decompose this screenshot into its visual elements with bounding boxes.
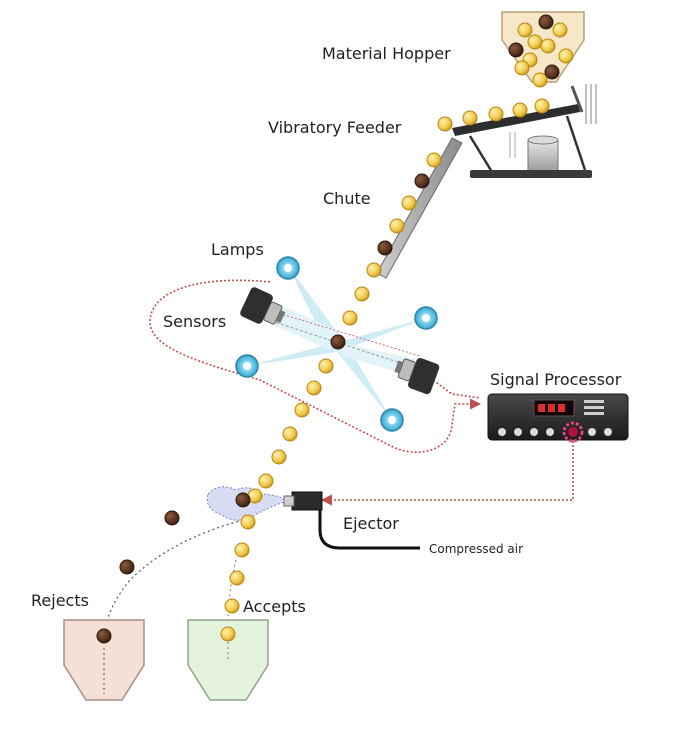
- sensor-signal-loop: [149, 279, 482, 453]
- good-particle: [426, 152, 442, 168]
- label-compressed-air: Compressed air: [429, 542, 524, 556]
- defective-particle: [414, 173, 430, 189]
- defective-particle: [96, 628, 112, 644]
- good-particle: [366, 262, 382, 278]
- good-particle: [532, 72, 548, 88]
- defective-particle: [119, 559, 135, 575]
- label-accepts: Accepts: [243, 597, 306, 616]
- good-particle: [258, 473, 274, 489]
- defective-particle: [508, 42, 524, 58]
- good-particle: [229, 570, 245, 586]
- good-particle: [234, 542, 250, 558]
- defective-particle: [330, 334, 346, 350]
- good-particle: [517, 22, 533, 38]
- lamp-icon: [414, 306, 438, 330]
- good-particle: [240, 514, 256, 530]
- signal-processor-icon: [487, 393, 629, 443]
- lamp-icon: [235, 354, 259, 378]
- good-particle: [354, 286, 370, 302]
- label-signal-processor: Signal Processor: [490, 370, 622, 389]
- ejector-signal-line: [320, 441, 574, 506]
- particles-layer: [96, 14, 574, 644]
- label-ejector: Ejector: [343, 514, 399, 533]
- good-particle: [514, 60, 530, 76]
- label-chute: Chute: [323, 189, 371, 208]
- ejector-valve-icon: [283, 491, 420, 550]
- defective-particle: [377, 240, 393, 256]
- label-material-hopper: Material Hopper: [322, 44, 451, 63]
- good-particle: [437, 116, 453, 132]
- good-particle: [488, 106, 504, 122]
- good-particle: [342, 310, 358, 326]
- sensor-camera-icon: [394, 358, 440, 395]
- good-particle: [389, 218, 405, 234]
- good-particle: [558, 48, 574, 64]
- defective-particle: [164, 510, 180, 526]
- good-particle: [306, 380, 322, 396]
- good-particle: [462, 110, 478, 126]
- label-vibratory-feeder: Vibratory Feeder: [268, 118, 402, 137]
- good-particle: [318, 358, 334, 374]
- accepts-bin: [187, 619, 269, 701]
- good-particle: [224, 598, 240, 614]
- label-sensors: Sensors: [163, 312, 227, 331]
- good-particle: [527, 34, 543, 50]
- lamp-icon: [380, 408, 404, 432]
- good-particle: [540, 38, 556, 54]
- defective-particle: [538, 14, 554, 30]
- good-particle: [282, 426, 298, 442]
- lamp-icon: [276, 256, 300, 280]
- good-particle: [220, 626, 236, 642]
- good-particle: [401, 195, 417, 211]
- sensor-camera-icon: [240, 287, 286, 325]
- good-particle: [552, 22, 568, 38]
- defective-particle: [235, 492, 251, 508]
- vibratory-feeder: [452, 84, 597, 178]
- label-lamps: Lamps: [211, 240, 264, 259]
- defective-particle: [544, 64, 560, 80]
- label-rejects: Rejects: [31, 591, 89, 610]
- chute: [376, 137, 463, 279]
- sensor-sightline: [267, 309, 421, 357]
- good-particle: [534, 98, 550, 114]
- good-particle: [294, 402, 310, 418]
- good-particle: [512, 102, 528, 118]
- good-particle: [271, 449, 287, 465]
